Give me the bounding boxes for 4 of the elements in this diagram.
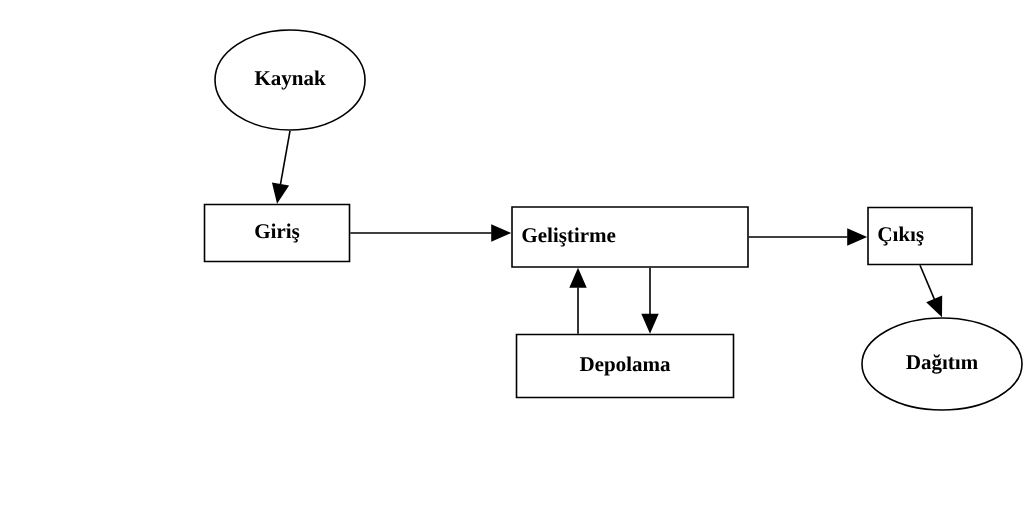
process-box: Geliştirme [511,206,749,268]
process-box: Çıkış [867,206,973,266]
process-box: Depolama [515,333,735,399]
process-box: Giriş [203,203,351,263]
